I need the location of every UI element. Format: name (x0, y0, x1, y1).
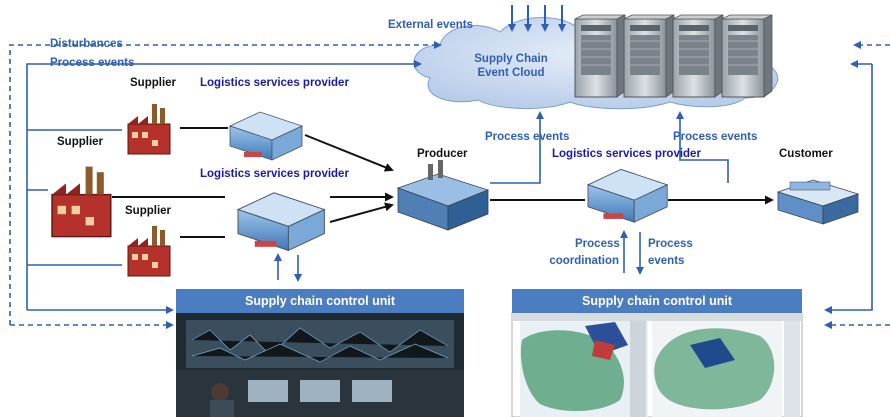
supplier-factory-icon (127, 226, 171, 277)
disturbances-label: Disturbances (50, 38, 123, 50)
lsp-middle-label: Logistics services provider (200, 168, 349, 180)
cloud-label-line2: Event Cloud (477, 67, 545, 79)
server-rack-icon (574, 14, 773, 98)
process-events-customer-label: Process events (673, 131, 758, 143)
lsp-right-label: Logistics services provider (552, 148, 701, 160)
warehouse-icon (228, 111, 304, 161)
supplier-factory-icon (127, 104, 171, 155)
supplier-top-label: Supplier (130, 77, 177, 89)
customer-label: Customer (779, 148, 833, 160)
material-flow (112, 127, 774, 238)
warehouse-icon (586, 168, 669, 223)
control-unit-right-title: Supply chain control unit (512, 289, 802, 313)
control-room-photo (176, 313, 464, 417)
cloud-label-line1: Supply Chain (474, 53, 548, 65)
left-event-bus (9, 41, 442, 329)
producer-label: Producer (417, 148, 468, 160)
process-coordination-label-line1: Process (575, 238, 620, 250)
external-events-label: External events (388, 19, 474, 31)
process-events-producer-label: Process events (485, 131, 570, 143)
process-events-bottom-label-line1: Process (648, 238, 693, 250)
right-event-bus (274, 41, 890, 329)
supplier-factory-icon (51, 166, 112, 238)
lsp-top-label: Logistics services provider (200, 77, 349, 89)
supplier-bottom-label: Supplier (125, 205, 172, 217)
producer-plant-icon (396, 160, 490, 231)
external-event-arrows (508, 5, 566, 32)
control-unit-left-title: Supply chain control unit (176, 289, 464, 313)
warehouse-icon (236, 192, 326, 252)
process-events-bottom-label-line2: events (648, 255, 685, 267)
supplier-left-label: Supplier (57, 136, 104, 148)
process-events-label: Process events (50, 57, 135, 69)
customer-building-icon (776, 179, 860, 225)
map-application-screenshot (511, 312, 803, 417)
process-coordination-label-line2: coordination (549, 255, 619, 267)
